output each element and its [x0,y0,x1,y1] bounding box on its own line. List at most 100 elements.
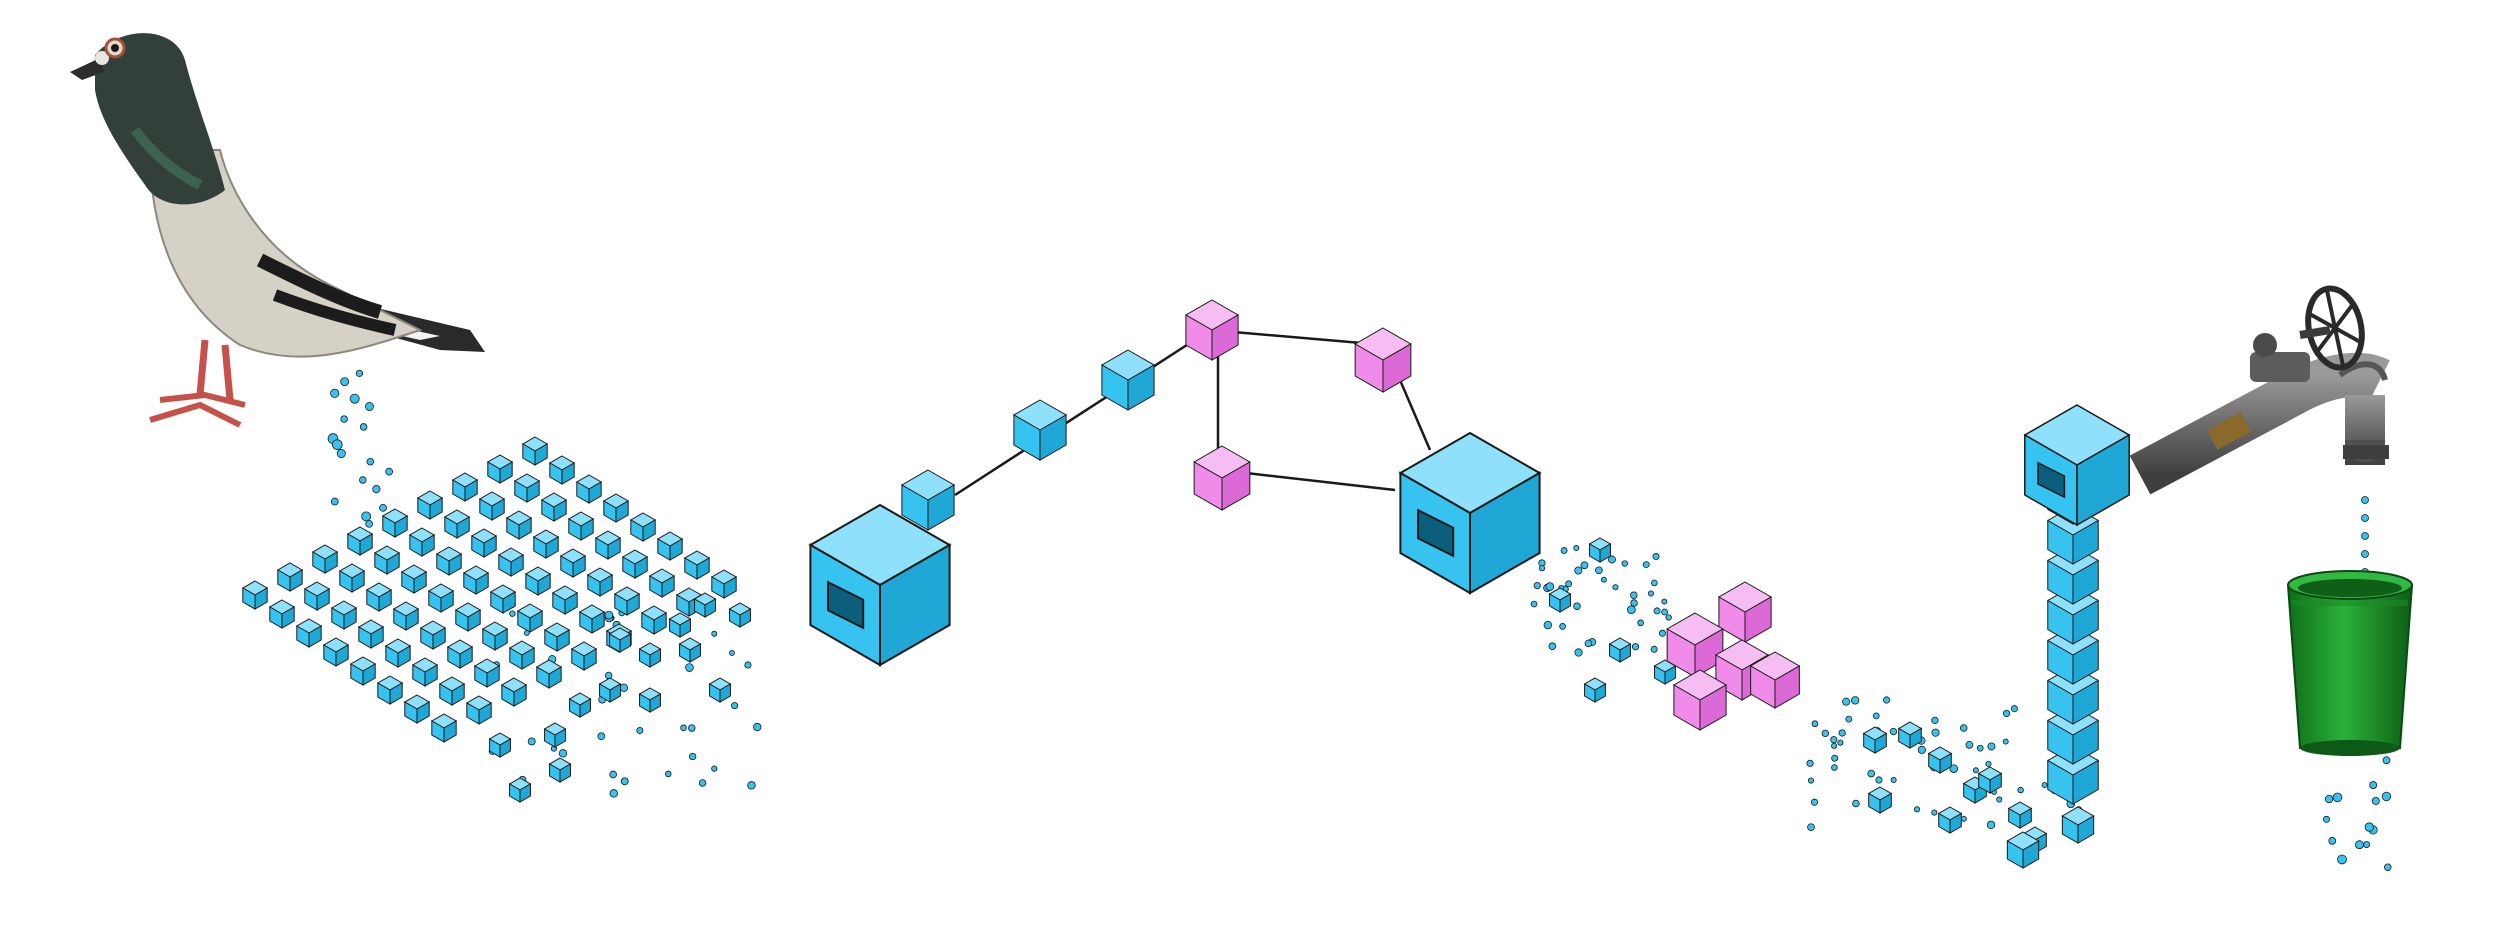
grid-cube [408,527,436,557]
particle [1965,741,1974,749]
grid-cube [594,530,622,560]
particle [1559,623,1566,630]
particle [1872,712,1880,720]
grid-cube [346,526,374,556]
particle [2361,496,2369,504]
particle [340,415,348,423]
particle [1875,776,1883,784]
particle [2328,837,2337,845]
particle [1931,716,1939,724]
particle [365,402,374,411]
grid-cube [710,569,738,599]
grid-cube [381,508,409,538]
particle [527,737,536,746]
grid-cube [435,546,463,576]
grid-cube [648,568,676,598]
particle [1961,815,1967,822]
particle [1661,608,1669,616]
particle [1580,561,1589,570]
grid-cube [559,548,587,578]
particle [747,781,756,790]
grid-cube [551,585,579,615]
grid-cube [497,547,525,577]
particle [620,777,629,786]
particle [1607,555,1616,564]
particle [731,702,739,710]
network-node-cube [1100,349,1156,411]
particle [1621,560,1628,567]
particle [509,610,516,617]
green-bucket-icon [2286,570,2414,756]
particle [2361,550,2369,558]
network-node-cube [1012,399,1068,461]
grid-cube [516,603,544,633]
grid-cube [656,531,684,561]
grid-cube [540,492,568,522]
particle [1653,607,1661,615]
particle [1600,576,1607,583]
grid-cube [500,677,528,707]
particle [355,369,364,377]
grid-cube [524,566,552,596]
small-cube [508,777,532,803]
small-cube [668,612,692,638]
particle [636,726,644,734]
particle [1959,724,1968,732]
particle [1811,720,1819,728]
particle [1913,806,1921,813]
particle [1545,582,1555,591]
grid-cube [567,511,595,541]
particle [1665,614,1672,621]
grid-cube [575,474,603,504]
pink-node-cube [1184,299,1240,361]
particle [1867,769,1876,778]
small-cube [1862,726,1888,754]
particle [1889,727,1898,736]
particle [1658,629,1666,637]
grid-cube [465,695,493,725]
small-cube [678,637,702,663]
particle [1548,642,1557,651]
particle [359,423,368,431]
particle [711,630,718,637]
grid-cube [427,583,455,613]
particle [2361,514,2369,522]
grid-cube [349,656,377,686]
particle [1543,620,1552,630]
grid-cube [443,509,471,539]
grid-cube [613,586,641,616]
pink-node-cube [1354,327,1412,393]
grid-cube [521,436,549,466]
particle [1807,777,1815,784]
grid-cube [683,550,711,580]
network-link [1209,328,1386,347]
grid-cube [451,472,479,502]
particle [2323,815,2330,823]
particle [1985,760,1992,767]
particle [1661,598,1668,605]
grid-cube [330,600,358,630]
small-cube [693,592,717,618]
water-tap-icon [2129,285,2390,495]
grid-cube [384,638,412,668]
grid-cube [532,529,560,559]
particle [609,770,617,779]
particle [2382,756,2391,765]
particle [1612,584,1619,591]
particle [698,779,707,787]
small-cube [1937,806,1963,834]
grid-cube [276,562,304,592]
small-cube [728,602,752,628]
particle [379,503,387,512]
particle [1652,553,1660,561]
particle [340,377,350,387]
particle [1573,545,1580,552]
particle [1838,729,1846,737]
small-cube [1548,587,1572,613]
grid-cube [629,512,657,542]
cube-blocks [241,299,2131,869]
pink-cluster-cube [1749,651,1801,709]
particle [1830,736,1838,744]
particle [1976,744,1984,752]
particle [1631,643,1640,651]
